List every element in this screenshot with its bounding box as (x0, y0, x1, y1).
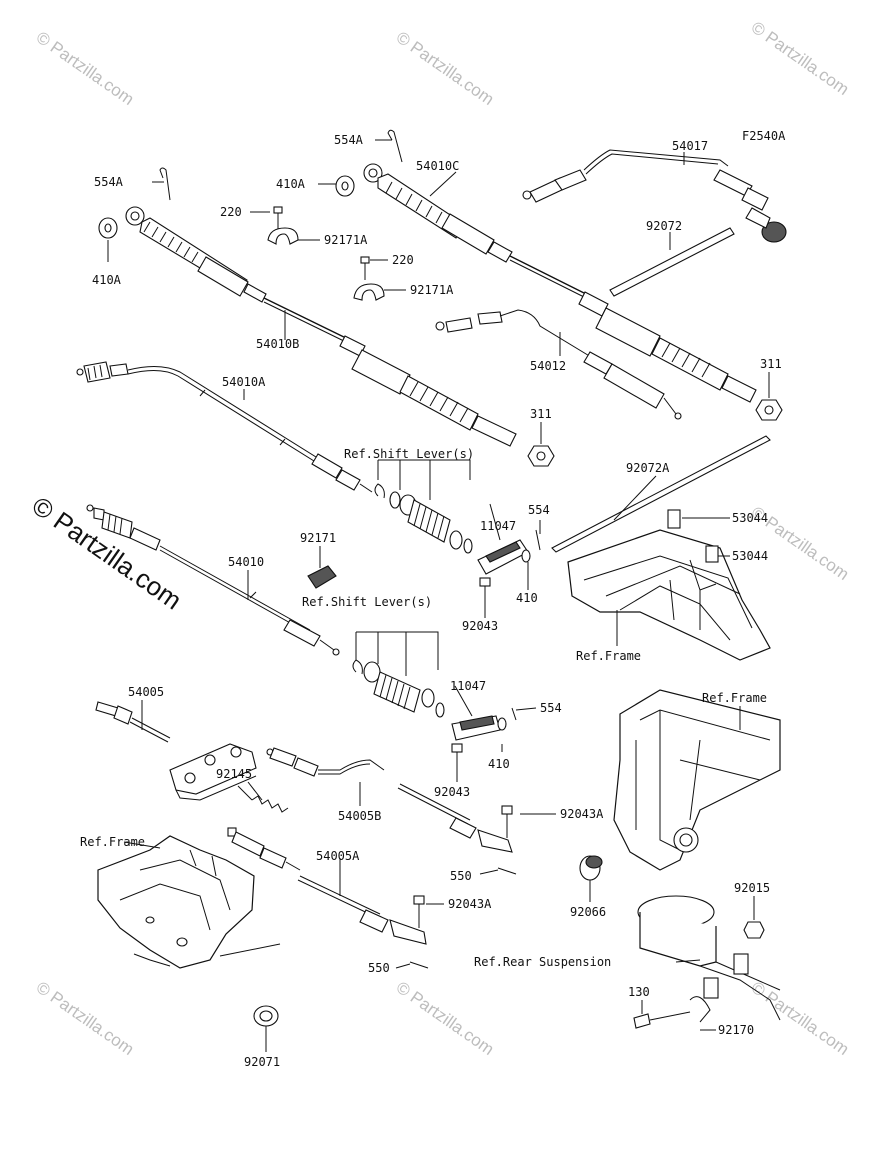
leader-lines (107, 139, 770, 1052)
label-92043-b: 92043 (434, 785, 470, 799)
label-92072: 92072 (646, 219, 682, 233)
label-410a-top: 410A (276, 177, 306, 191)
cable-54012 (435, 309, 682, 420)
watermark-large: © Partzilla.com (27, 490, 188, 615)
cable-54010a (76, 361, 373, 493)
part-labels: F2540A 554A 54010C 54017 554A 410A 220 9… (80, 129, 786, 1069)
clamp-92171 (307, 565, 337, 589)
label-ref-shift-lever-1: Ref.Shift Lever(s) (344, 447, 474, 461)
label-54017: 54017 (672, 139, 708, 153)
shift-lever-set-1 (374, 459, 541, 612)
label-550-b: 550 (368, 961, 390, 975)
label-ref-frame-2: Ref.Frame (702, 691, 767, 705)
label-54005: 54005 (128, 685, 164, 699)
cable-54005a (227, 827, 429, 969)
label-54012: 54012 (530, 359, 566, 373)
cable-54005b (266, 747, 517, 875)
label-ref-frame-3: Ref.Frame (80, 835, 145, 849)
label-92066: 92066 (570, 905, 606, 919)
watermark: © Partzilla.com (748, 978, 853, 1059)
label-92043a-b: 92043A (448, 897, 492, 911)
label-554a-top: 554A (334, 133, 364, 147)
label-410-b: 410 (488, 757, 510, 771)
ref-rear-suspension (633, 895, 781, 1029)
label-92043-a: 92043 (462, 619, 498, 633)
label-53044-a: 53044 (732, 511, 768, 525)
label-92071: 92071 (244, 1055, 280, 1069)
watermark: © Partzilla.com (33, 28, 138, 109)
ref-frame-3 (613, 689, 781, 871)
label-92072a: 92072A (626, 461, 670, 475)
label-554-b: 554 (540, 701, 562, 715)
label-11047-b: 11047 (450, 679, 486, 693)
label-410-a: 410 (516, 591, 538, 605)
cable-54010c (363, 163, 757, 403)
label-54010a: 54010A (222, 375, 266, 389)
cable-54010b (125, 206, 517, 447)
label-554a-left: 554A (94, 175, 124, 189)
label-311-mid: 311 (530, 407, 552, 421)
small-hardware-top (98, 129, 403, 301)
plug-92066 (579, 855, 603, 881)
label-54010: 54010 (228, 555, 264, 569)
label-220-a: 220 (220, 205, 242, 219)
cable-54005 (95, 701, 257, 801)
label-92043a-a: 92043A (560, 807, 604, 821)
label-11047-a: 11047 (480, 519, 516, 533)
watermark: © Partzilla.com (33, 978, 138, 1059)
cable-54017 (522, 149, 787, 243)
label-92015: 92015 (734, 881, 770, 895)
label-92145: 92145 (216, 767, 252, 781)
label-550-a: 550 (450, 869, 472, 883)
label-ref-shift-lever-2: Ref.Shift Lever(s) (302, 595, 432, 609)
tie-strap-92072 (609, 227, 735, 297)
cable-54010 (86, 504, 340, 656)
label-220-b: 220 (392, 253, 414, 267)
label-92171a-a: 92171A (324, 233, 368, 247)
label-ref-rear-suspension: Ref.Rear Suspension (474, 955, 611, 969)
shift-lever-set-2 (352, 631, 517, 770)
ref-frame-1 (551, 435, 771, 661)
label-92170: 92170 (718, 1023, 754, 1037)
label-130: 130 (628, 985, 650, 999)
watermark: © Partzilla.com (748, 18, 853, 99)
label-92171a-b: 92171A (410, 283, 454, 297)
label-54005b: 54005B (338, 809, 381, 823)
watermark: © Partzilla.com (393, 978, 498, 1059)
label-54005a: 54005A (316, 849, 360, 863)
label-410a-left: 410A (92, 273, 122, 287)
label-311-right: 311 (760, 357, 782, 371)
label-554-a: 554 (528, 503, 550, 517)
label-54010c: 54010C (416, 159, 459, 173)
spring-92145 (237, 785, 289, 813)
label-92171: 92171 (300, 531, 336, 545)
label-54010b: 54010B (256, 337, 299, 351)
watermark: © Partzilla.com (393, 28, 498, 109)
label-ref-frame-1: Ref.Frame (576, 649, 641, 663)
grommet-92071 (253, 1005, 279, 1027)
ref-frame-2 (97, 835, 281, 969)
label-53044-b: 53044 (732, 549, 768, 563)
diagram-code: F2540A (742, 129, 786, 143)
